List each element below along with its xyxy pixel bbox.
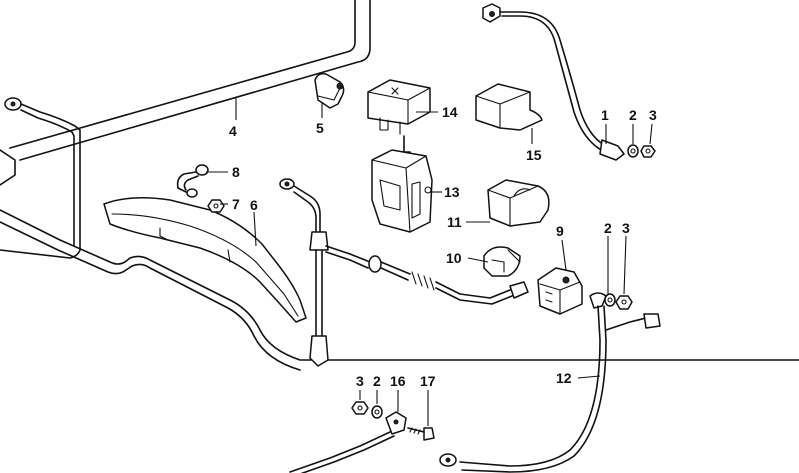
callout-5: 5 bbox=[316, 120, 324, 136]
callout-1: 1 bbox=[601, 107, 609, 123]
callout-15: 15 bbox=[526, 147, 542, 163]
callout-16: 16 bbox=[390, 373, 406, 389]
relay-14[interactable] bbox=[367, 79, 431, 135]
nut-3-mid[interactable] bbox=[615, 295, 633, 310]
callout-2-mid: 2 bbox=[604, 220, 612, 236]
ground-cable-1[interactable] bbox=[482, 3, 625, 161]
terminal-block-9[interactable] bbox=[537, 267, 583, 315]
washer-2-mid[interactable] bbox=[604, 293, 616, 307]
cover-15[interactable] bbox=[475, 83, 543, 131]
washer-2-top[interactable] bbox=[627, 144, 639, 158]
callout-13: 13 bbox=[444, 184, 460, 200]
leader-lines bbox=[206, 98, 653, 426]
callout-8: 8 bbox=[232, 164, 240, 180]
cable-16[interactable] bbox=[289, 411, 407, 473]
nut-3-top[interactable] bbox=[640, 145, 656, 158]
callout-labels: 1 2 3 4 5 6 7 8 9 10 11 12 13 14 15 2 3 … bbox=[229, 104, 657, 389]
main-cable[interactable] bbox=[279, 178, 529, 367]
callout-17: 17 bbox=[420, 373, 436, 389]
bolt-17[interactable] bbox=[407, 427, 435, 441]
callout-3-mid: 3 bbox=[622, 220, 630, 236]
callout-3-bottom: 3 bbox=[356, 373, 364, 389]
grommet-10[interactable] bbox=[483, 246, 521, 277]
callout-9: 9 bbox=[556, 223, 564, 239]
callout-12: 12 bbox=[556, 370, 572, 386]
callout-3-top: 3 bbox=[649, 107, 657, 123]
strap-8[interactable] bbox=[176, 164, 209, 198]
nut-3-bottom[interactable] bbox=[351, 401, 369, 415]
ground-strap-left[interactable] bbox=[0, 97, 81, 259]
callout-7: 7 bbox=[232, 196, 240, 212]
relay-socket-13[interactable] bbox=[371, 135, 433, 233]
battery-cable-12[interactable] bbox=[439, 292, 661, 473]
callout-14: 14 bbox=[442, 104, 458, 120]
callout-4: 4 bbox=[229, 123, 237, 139]
battery-tray-frame[interactable] bbox=[0, 0, 799, 371]
clip-5[interactable] bbox=[314, 72, 345, 109]
nut-7[interactable] bbox=[207, 199, 225, 213]
callout-6: 6 bbox=[250, 197, 258, 213]
cover-11[interactable] bbox=[487, 179, 550, 227]
callout-2-top: 2 bbox=[629, 107, 637, 123]
tray-trim-6[interactable] bbox=[103, 197, 307, 323]
washer-2-bottom[interactable] bbox=[371, 405, 383, 419]
callout-10: 10 bbox=[446, 250, 462, 266]
callout-2-bottom: 2 bbox=[373, 373, 381, 389]
callout-11: 11 bbox=[447, 214, 462, 230]
